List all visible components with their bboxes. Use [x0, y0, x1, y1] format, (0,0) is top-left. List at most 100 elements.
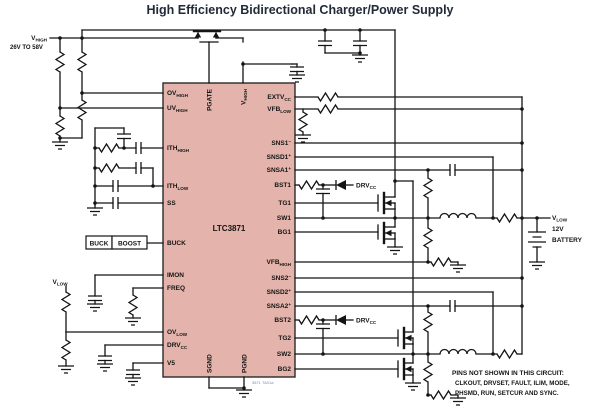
pin-label-vfblow: VFBLOW — [267, 106, 291, 114]
junction-dot — [122, 146, 126, 150]
junction-dot — [520, 168, 524, 172]
pin-sub: CC — [284, 97, 291, 102]
pin-main: PGND — [242, 354, 249, 373]
note-line-1: PINS NOT SHOWN IN THIS CIRCUIT: — [452, 370, 564, 377]
ic-pin-labels: OVHIGHUVHIGHITHHIGHITHLOWSSBUCKIMONFREQO… — [167, 88, 292, 373]
pin-label-sns2−: SNS2− — [271, 274, 291, 282]
drvcc-label-1: DRVCC — [356, 183, 377, 191]
resistor — [298, 180, 320, 190]
ground-symbol — [528, 261, 546, 270]
pin-label-pgnd: PGND — [242, 354, 249, 373]
ground-symbol — [86, 303, 104, 312]
boost-label: BOOST — [118, 241, 141, 248]
pin-main: TG1 — [278, 200, 291, 207]
junction-dot — [93, 201, 97, 205]
buck-label: BUCK — [90, 241, 109, 248]
pin-label-bg2: BG2 — [278, 366, 292, 373]
resistor — [423, 177, 433, 199]
mosfet-body-arrow — [385, 229, 392, 237]
pin-label-tg1: TG1 — [278, 200, 291, 207]
inductor — [439, 348, 477, 355]
capacitor — [352, 40, 368, 47]
pin-label-bst1: BST1 — [274, 182, 291, 189]
pin-main: SNSD1 — [267, 154, 289, 161]
pin-main: BG2 — [278, 366, 292, 373]
svg-text:VLOW: VLOW — [552, 215, 568, 223]
junction-dot — [58, 136, 62, 140]
pin-label-imon: IMON — [167, 272, 184, 279]
ground-symbol — [86, 207, 104, 216]
vhigh-sub: HIGH — [36, 38, 48, 43]
mosfet-body-arrow — [405, 334, 412, 342]
pin-main: OV — [167, 329, 177, 336]
capacitor — [317, 40, 333, 47]
pin-main: EXTV — [267, 94, 285, 101]
vlow-left-label: VLOW — [52, 279, 68, 287]
pin-label-snsd2+: SNSD2+ — [267, 288, 292, 296]
capacitor — [112, 196, 119, 210]
junction-dot — [426, 304, 430, 308]
pins-note: PINS NOT SHOWN IN THIS CIRCUIT: CLKOUT, … — [452, 370, 570, 397]
capacitor — [116, 133, 132, 140]
resistor — [55, 51, 65, 73]
resistor — [98, 143, 120, 153]
junction-dot — [358, 51, 362, 55]
junction-dot — [321, 183, 325, 187]
pin-sub: HIGH — [280, 262, 292, 267]
pin-label-sw2: SW2 — [277, 351, 291, 358]
resistor — [298, 315, 320, 325]
pin-main: DRV — [167, 342, 181, 349]
pin-main: V5 — [167, 360, 175, 367]
junction-dot — [358, 28, 362, 32]
ground-symbol — [124, 377, 142, 386]
mosfet-body-arrow — [405, 365, 412, 373]
pin-main: SNSA1 — [267, 167, 289, 174]
pin-sup: − — [288, 139, 291, 144]
ground-symbol — [51, 141, 69, 150]
wires-and-components — [49, 28, 551, 406]
pin-main: SNSA2 — [267, 303, 289, 310]
vlow-left-main: V — [52, 279, 57, 286]
mosfet-body-arrow — [385, 199, 392, 207]
capacitor — [289, 66, 305, 73]
capacitor — [112, 179, 119, 193]
pin-sub: HIGH — [176, 108, 188, 113]
ground-symbol — [449, 264, 467, 273]
resistor — [423, 311, 433, 333]
capacitor — [449, 299, 456, 313]
boost-box — [111, 235, 148, 250]
resistor — [496, 213, 518, 223]
pin-label-vfbhigh: VFBHIGH — [267, 259, 292, 267]
pin-label-sw1: SW1 — [277, 215, 291, 222]
pin-label-ovhigh: OVHIGH — [167, 90, 189, 98]
junction-dot — [151, 184, 155, 188]
ground-symbol — [404, 382, 422, 391]
junction-dot — [520, 141, 524, 145]
pin-main: BG1 — [278, 229, 292, 236]
ground-symbol — [124, 317, 142, 326]
pin-label-freq: FREQ — [167, 285, 185, 292]
ground-symbol — [449, 397, 467, 406]
junction-dot — [411, 352, 415, 356]
pin-main: SNSD2 — [267, 289, 289, 296]
pin-label-sns1−: SNS1− — [271, 139, 291, 147]
inductor — [439, 212, 477, 219]
junction-dot — [93, 184, 97, 188]
pin-sup: + — [288, 302, 291, 307]
note-line-2: CLKOUT, DRVSET, FAULT, ILIM, MODE, — [455, 380, 570, 387]
pin-sup: + — [288, 166, 291, 171]
pin-label-tg2: TG2 — [278, 335, 291, 342]
resistor — [128, 294, 138, 316]
resistor — [496, 349, 518, 359]
pfet-arrow — [212, 32, 220, 38]
ground-symbol — [96, 363, 114, 372]
capacitor — [97, 355, 113, 362]
pin-main: FREQ — [167, 285, 185, 292]
capacitor — [125, 369, 141, 376]
resistor — [423, 361, 433, 383]
resistor — [61, 339, 71, 361]
vlow-out-battery: BATTERY — [552, 237, 583, 244]
pin-label-uvhigh: UVHIGH — [167, 105, 188, 113]
pin-main: ITH — [167, 183, 178, 190]
